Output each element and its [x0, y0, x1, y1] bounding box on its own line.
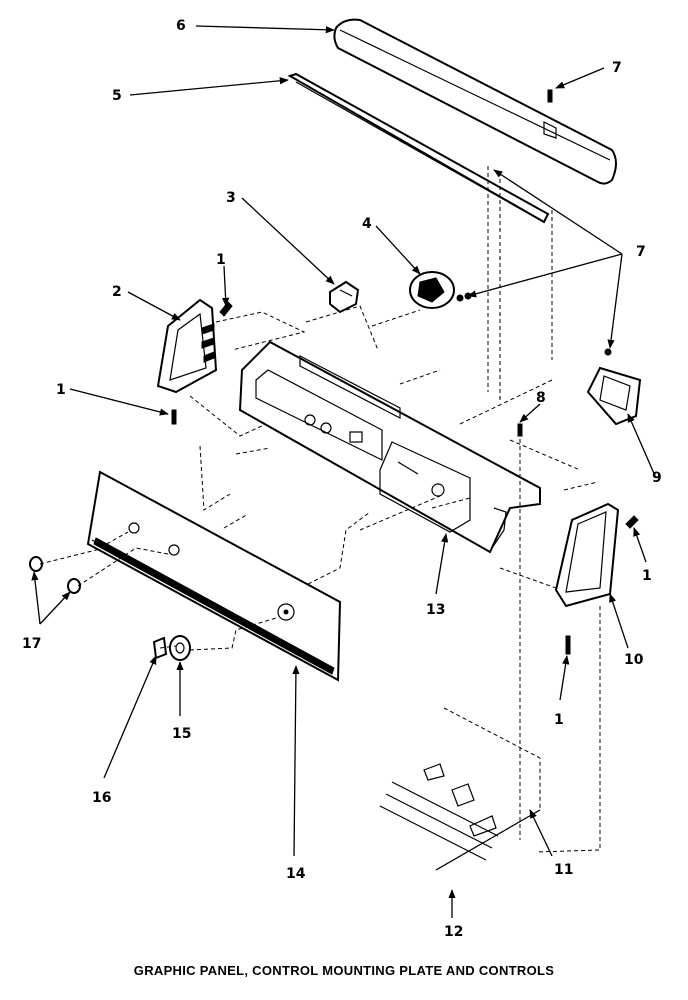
switch-part [409, 271, 472, 309]
control-mounting-plate-part [238, 340, 541, 554]
callout-14: 14 [286, 866, 306, 882]
callout-17: 17 [22, 636, 41, 652]
callout-16: 16 [92, 790, 111, 806]
selector-switch-part [586, 348, 642, 426]
callout-7-right: 7 [636, 244, 646, 260]
callout-13: 13 [426, 602, 445, 618]
graphic-panel-part [86, 470, 342, 682]
callout-2: 2 [112, 284, 122, 300]
right-end-cap-part [554, 502, 620, 608]
trim-strip-part [287, 72, 550, 224]
callout-9: 9 [652, 470, 662, 486]
callout-5: 5 [112, 88, 122, 104]
callout-6: 6 [176, 18, 186, 34]
left-end-cap-part [156, 298, 218, 394]
callout-7-top: 7 [612, 60, 622, 76]
callout-1-right: 1 [642, 568, 652, 584]
cabinet-top-part [379, 707, 541, 871]
callout-12: 12 [444, 924, 463, 940]
bracket-part [329, 280, 360, 314]
callout-1-bottom: 1 [554, 712, 564, 728]
callout-labels: 6 5 7 3 4 1 2 1 7 8 9 1 10 13 1 17 15 16… [22, 18, 662, 940]
callout-3: 3 [226, 190, 236, 206]
callout-4: 4 [362, 216, 372, 232]
button-caps-part [29, 556, 81, 594]
top-cover-part [333, 18, 617, 185]
callout-11: 11 [554, 862, 573, 878]
callout-8: 8 [536, 390, 546, 406]
callout-10: 10 [624, 652, 644, 668]
callout-1-top: 1 [216, 252, 226, 268]
leader-lines [31, 25, 657, 918]
callout-1-left: 1 [56, 382, 66, 398]
diagram-caption: GRAPHIC PANEL, CONTROL MOUNTING PLATE AN… [134, 963, 554, 978]
knob-part [169, 635, 191, 661]
callout-15: 15 [172, 726, 191, 742]
assembly-lines [39, 166, 601, 853]
